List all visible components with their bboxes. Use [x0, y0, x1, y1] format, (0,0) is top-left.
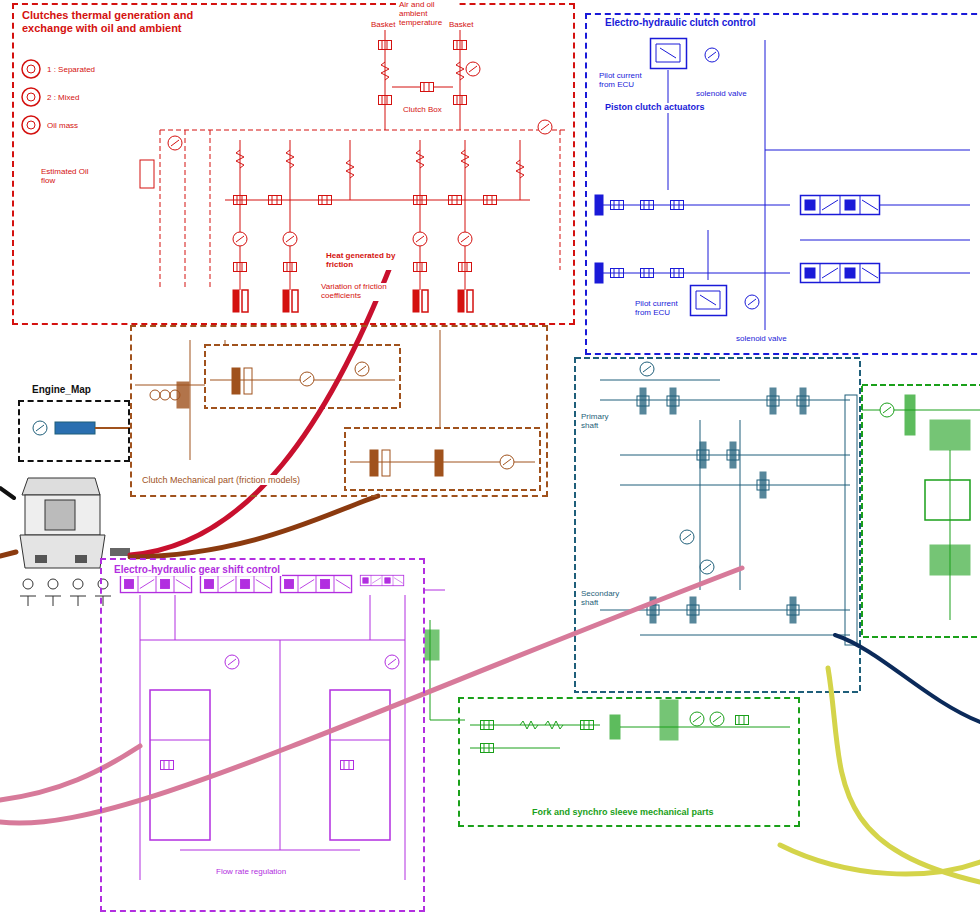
region-title: Electro-hydraulic clutch control	[603, 17, 758, 29]
part-label: Piston clutch actuators	[604, 103, 706, 113]
legend-text: 2 : Mixed	[46, 93, 80, 102]
part-label: Basket	[448, 21, 474, 30]
region-box: Electro-hydraulic gear shift control	[100, 558, 425, 912]
part-label: Clutch Box	[402, 106, 443, 115]
region-box: Clutches thermal generation and exchange…	[12, 3, 575, 325]
region-title: Electro-hydraulic gear shift control	[112, 564, 282, 576]
part-label: Secondary shaft	[580, 590, 630, 608]
region-box: Clutch Mechanical part (friction models)	[130, 325, 548, 497]
part-label: solenoid valve	[735, 335, 788, 344]
region-box: Fork and synchro sleeve mechanical parts	[458, 697, 800, 827]
part-label: Pilot current from ECU	[634, 300, 686, 318]
part-label: Basket	[370, 21, 396, 30]
region-title: Clutch Mechanical part (friction models)	[140, 475, 302, 485]
region-title: Engine_Map	[30, 384, 93, 396]
engine-illustration	[20, 478, 130, 606]
part-label: solenoid valve	[695, 90, 748, 99]
region-title: Clutches thermal generation and exchange…	[20, 9, 234, 34]
legend-entry: 2 : Mixed	[20, 86, 80, 108]
region-title: Fork and synchro sleeve mechanical parts	[530, 807, 716, 817]
part-label: Heat generated by friction	[325, 252, 397, 270]
region-box: Engine_Map	[18, 400, 130, 462]
legend-swatch	[20, 58, 42, 80]
legend-entry: 1 : Separated	[20, 58, 96, 80]
part-label: Primary shaft	[580, 413, 622, 431]
legend-text: 1 : Separated	[46, 65, 96, 74]
legend-text: Oil mass	[46, 121, 79, 130]
part-label: Estimated Oil flow	[40, 168, 90, 186]
part-label: Pilot current from ECU	[598, 72, 648, 90]
legend-entry: Oil mass	[20, 114, 79, 136]
legend-swatch	[20, 114, 42, 136]
part-label: Variation of friction coefficients	[320, 283, 404, 301]
part-label: Flow rate regulation	[215, 868, 287, 877]
legend-swatch	[20, 86, 42, 108]
